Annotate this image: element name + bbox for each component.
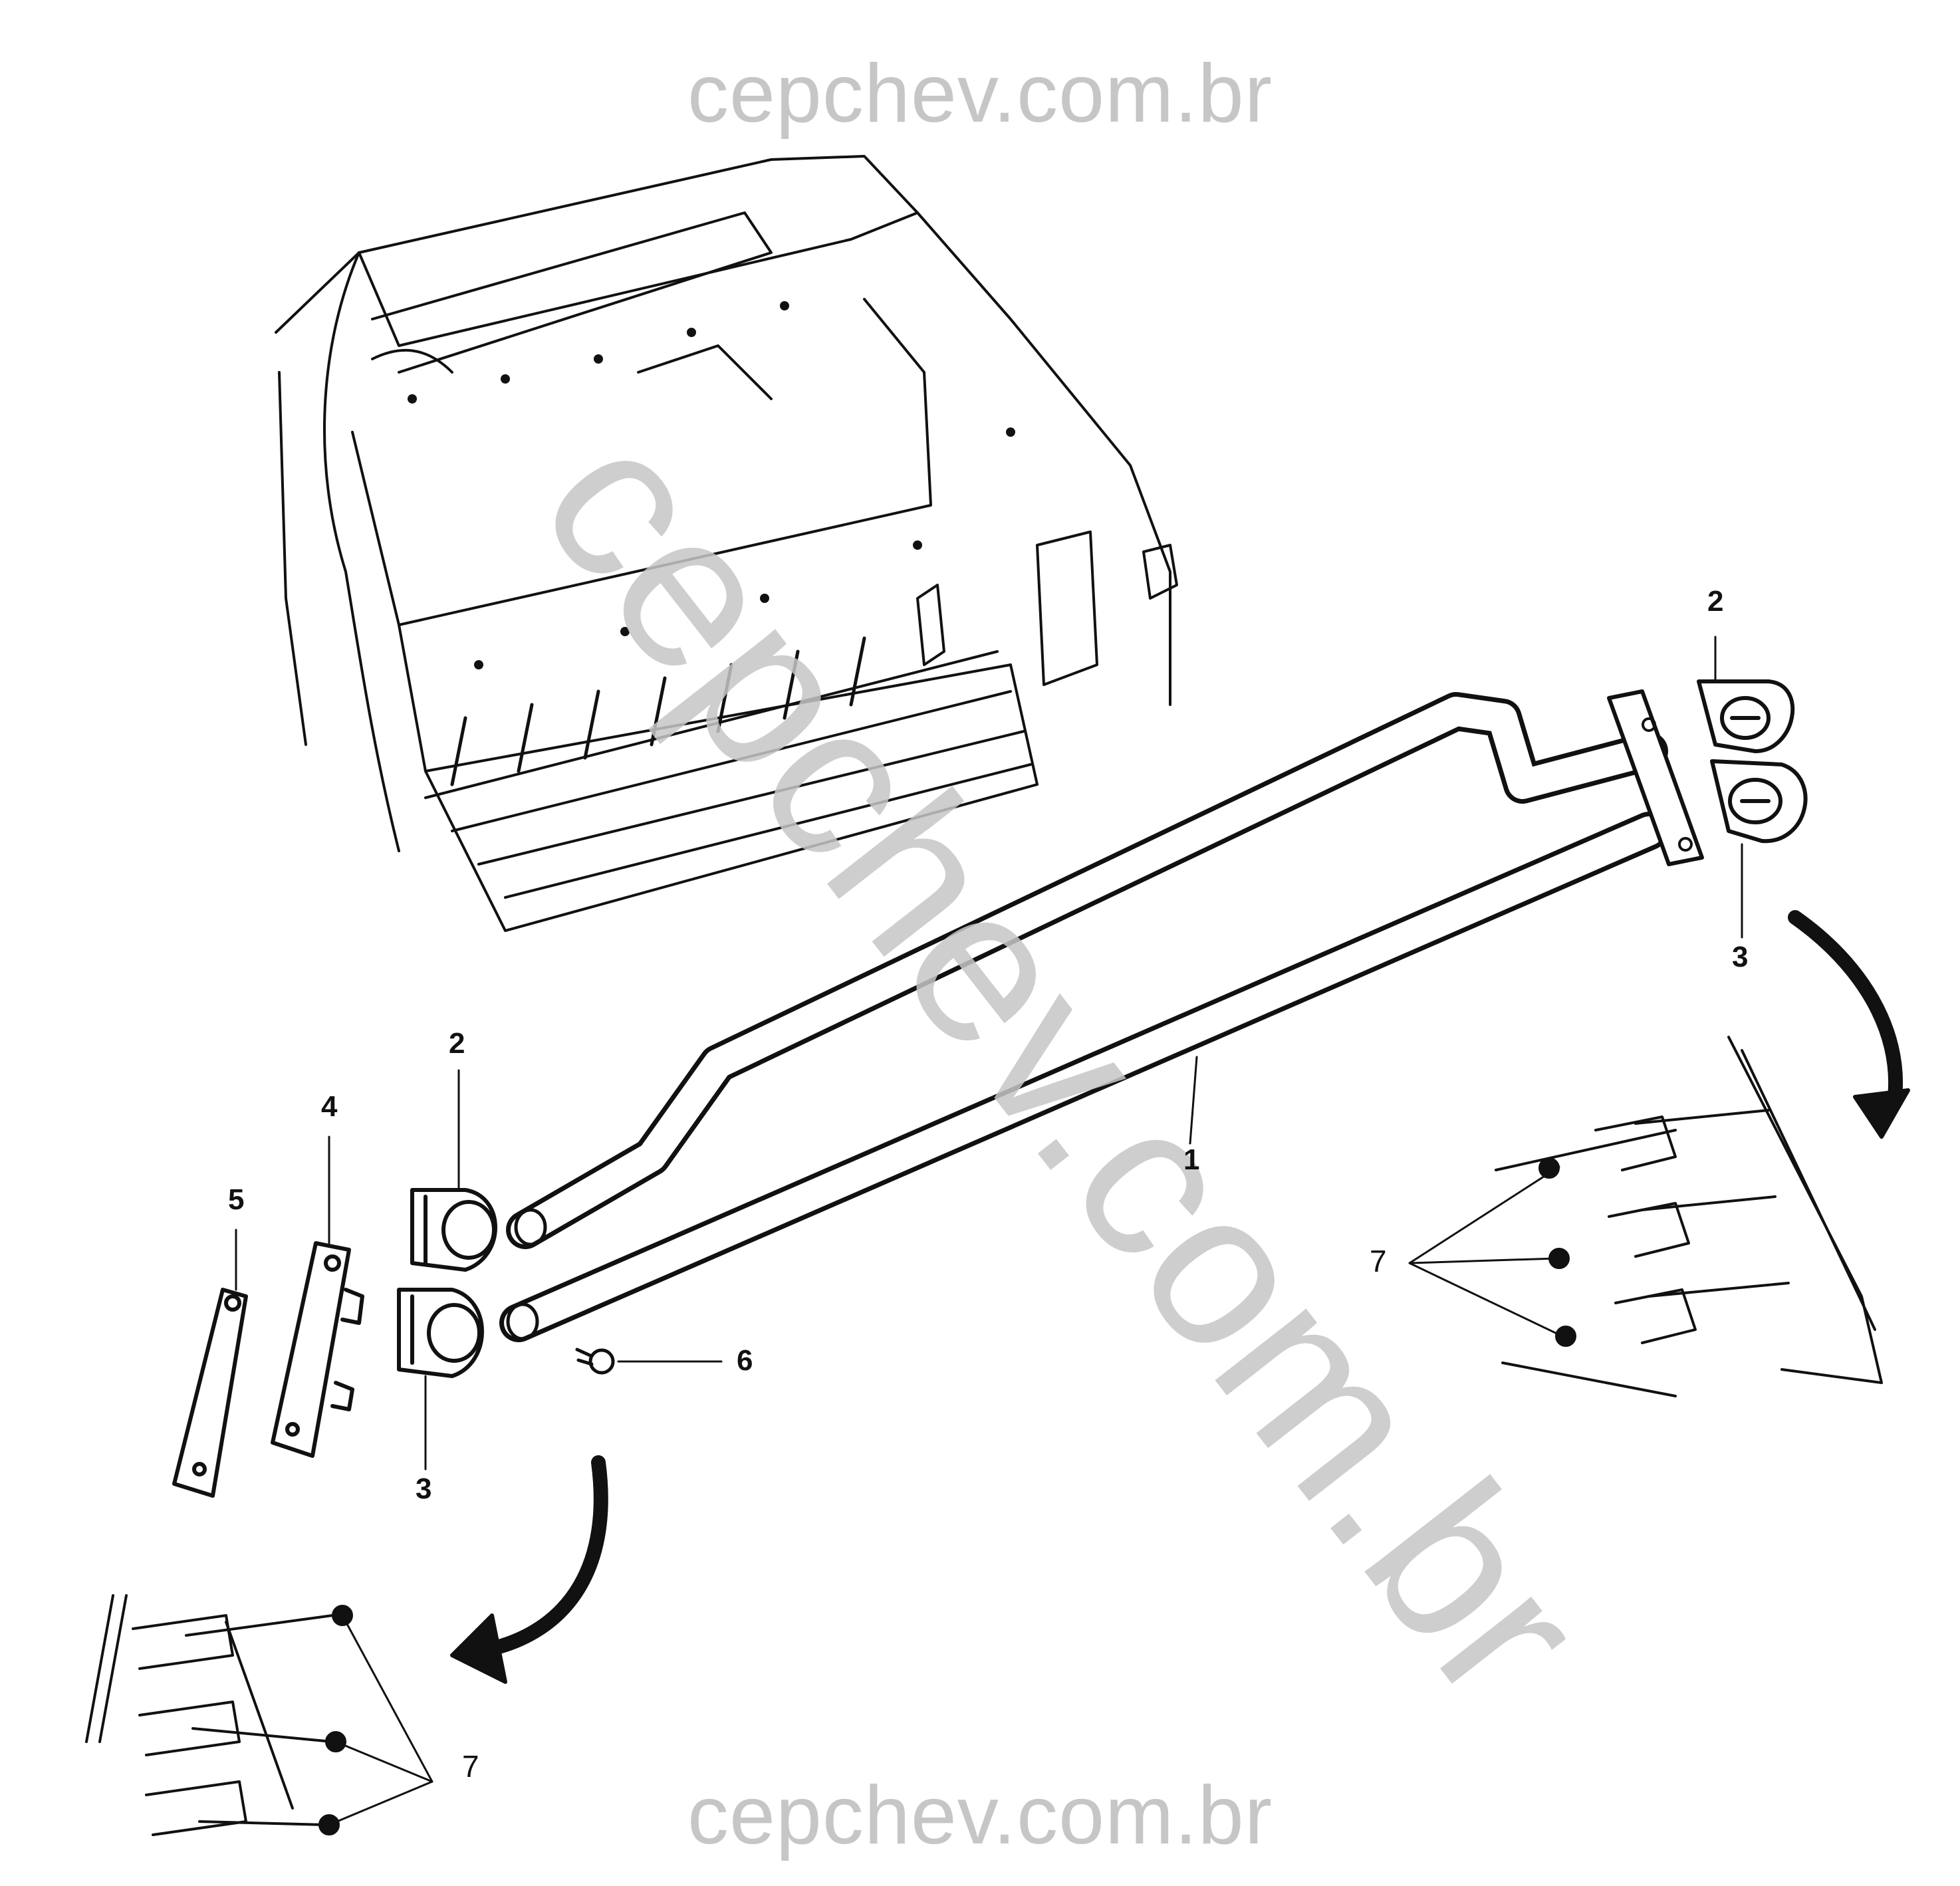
callout-2-upper: 2 [1707, 585, 1724, 618]
detail-view-right [1495, 1036, 1883, 1397]
bolt-item-6 [575, 1348, 615, 1375]
callout-7-left: 7 [462, 1749, 479, 1784]
rack-lower-tube-inner [504, 816, 1663, 1338]
end-cap-lower-left [397, 1288, 484, 1378]
detail-arrows [450, 910, 1910, 1684]
end-cap-upper-right [1697, 679, 1795, 753]
rack-tube-assembly [499, 689, 1704, 1342]
detail-view-left [85, 1594, 353, 1836]
callout-6: 6 [737, 1344, 753, 1377]
bed-panel-ribs [450, 636, 866, 786]
bed-bolt-holes [408, 301, 1015, 669]
rack-upper-tube-inner [511, 697, 1663, 1244]
end-cap-upper-left [410, 1188, 497, 1272]
callout-leaders [235, 636, 1743, 1826]
callout-2-lower: 2 [449, 1027, 465, 1060]
rack-lower-tube-end [506, 1302, 539, 1341]
watermark-top: cepchev.com.br [687, 48, 1273, 140]
callout-3-upper: 3 [1732, 941, 1749, 973]
watermark-bottom: cepchev.com.br [687, 1770, 1273, 1861]
bracket-plate [271, 1241, 364, 1458]
callout-3-lower: 3 [416, 1473, 432, 1505]
rack-mount-plate [1607, 689, 1704, 866]
callout-1: 1 [1183, 1143, 1200, 1176]
callout-5: 5 [228, 1183, 245, 1216]
end-cap-lower-right [1710, 759, 1808, 844]
callout-4: 4 [321, 1090, 338, 1123]
callout-7-right: 7 [1370, 1244, 1387, 1278]
strap-plate [172, 1288, 248, 1498]
truck-bed-illustration [275, 155, 1178, 932]
rack-upper-tube-end [514, 1208, 547, 1246]
